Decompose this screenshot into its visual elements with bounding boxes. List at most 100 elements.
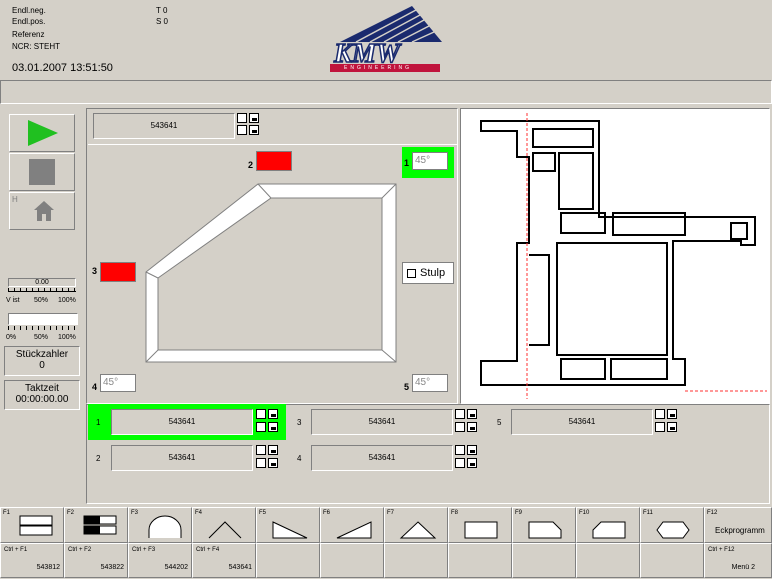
profile-4-btn-d[interactable] xyxy=(467,458,477,468)
home-icon xyxy=(34,201,54,221)
profile-3-field[interactable]: 543641 xyxy=(311,409,453,435)
top-profile-btn-d[interactable] xyxy=(249,125,259,135)
corner-3-marker[interactable] xyxy=(100,262,136,282)
corner-4-label: 4 xyxy=(92,382,98,392)
vist-value: 0.00 xyxy=(8,278,76,287)
ctrl-f4-key[interactable]: Ctrl + F4 543641 xyxy=(192,543,256,578)
top-profile-btn-c[interactable] xyxy=(237,125,247,135)
corner-5-label: 5 xyxy=(404,382,410,392)
f12-label: F12 xyxy=(707,510,718,516)
override-100-label: 100% xyxy=(58,334,76,341)
f4-key[interactable]: F4 xyxy=(192,507,256,543)
ctrl-f9-key[interactable] xyxy=(512,543,576,578)
f10-key[interactable]: F10 xyxy=(576,507,640,543)
profile-5-field[interactable]: 543641 xyxy=(511,409,653,435)
profile-2-btn-a[interactable] xyxy=(256,445,266,455)
profile-5-btn-c[interactable] xyxy=(655,422,665,432)
chamfer-right-icon xyxy=(528,521,562,539)
f3-label: F3 xyxy=(131,510,139,516)
roof-angle-icon xyxy=(208,521,242,539)
profile-4-field[interactable]: 543641 xyxy=(311,445,453,471)
home-h-label: H xyxy=(12,195,18,204)
f9-key[interactable]: F9 xyxy=(512,507,576,543)
f11-key[interactable]: F11 xyxy=(640,507,704,543)
profile-1-btn-b[interactable] xyxy=(268,409,278,419)
profile-1-btn-a[interactable] xyxy=(256,409,266,419)
profile-2-btn-b[interactable] xyxy=(268,445,278,455)
arch-icon xyxy=(148,515,182,538)
home-button[interactable]: H xyxy=(9,192,75,230)
f7-key[interactable]: F7 xyxy=(384,507,448,543)
ctrl-f7-key[interactable] xyxy=(384,543,448,578)
ctrl-f8-key[interactable] xyxy=(448,543,512,578)
corner-5-angle[interactable]: 45° xyxy=(412,374,448,392)
ctrl-f1-value: 543812 xyxy=(36,564,60,571)
chamfer-left-icon xyxy=(592,521,626,539)
corner-2-marker[interactable] xyxy=(256,151,292,171)
header-panel: Endl.neg. T 0 Endl.pos. S 0 Referenz NCR… xyxy=(0,0,772,80)
start-button[interactable] xyxy=(9,114,75,152)
ctrl-f3-key[interactable]: Ctrl + F3 544202 xyxy=(128,543,192,578)
corner-3-label: 3 xyxy=(92,266,98,276)
ctrl-f2-key[interactable]: Ctrl + F2 543822 xyxy=(64,543,128,578)
profile-2-field[interactable]: 543641 xyxy=(111,445,253,471)
profile-3-btn-b[interactable] xyxy=(467,409,477,419)
header-ncr-status: NCR: STEHT xyxy=(12,42,60,51)
top-profile-field[interactable]: 543641 xyxy=(93,113,235,139)
profile-1-btn-c[interactable] xyxy=(256,422,266,432)
ctrl-f2-label: Ctrl + F2 xyxy=(68,547,92,553)
ctrl-f1-key[interactable]: Ctrl + F1 543812 xyxy=(0,543,64,578)
f3-key[interactable]: F3 xyxy=(128,507,192,543)
corner-1-label: 1 xyxy=(404,158,410,168)
profile-3-btn-d[interactable] xyxy=(467,422,477,432)
top-profile-btn-b[interactable] xyxy=(249,113,259,123)
top-profile-btn-a[interactable] xyxy=(237,113,247,123)
stop-button[interactable] xyxy=(9,153,75,191)
profile-3-btn-c[interactable] xyxy=(455,422,465,432)
stueckzahler-box: Stückzahler 0 xyxy=(4,346,80,376)
profile-4-btn-b[interactable] xyxy=(467,445,477,455)
profile-5-btn-a[interactable] xyxy=(655,409,665,419)
f8-key[interactable]: F8 xyxy=(448,507,512,543)
header-endl-pos: Endl.pos. xyxy=(12,17,46,26)
f12-key[interactable]: F12 Eckprogramm xyxy=(704,507,772,543)
stueckzahler-label: Stückzahler xyxy=(15,349,69,360)
ctrl-f11-key[interactable] xyxy=(640,543,704,578)
profile-2-btn-d[interactable] xyxy=(268,458,278,468)
profile-1-btn-d[interactable] xyxy=(268,422,278,432)
profile-5-btn-d[interactable] xyxy=(667,422,677,432)
profile-2-btn-c[interactable] xyxy=(256,458,266,468)
stulp-checkbox-group[interactable]: Stulp xyxy=(402,262,454,284)
f5-key[interactable]: F5 xyxy=(256,507,320,543)
ctrl-f3-value: 544202 xyxy=(164,564,188,571)
f2-label: F2 xyxy=(67,510,75,516)
profile-1-field[interactable]: 543641 xyxy=(111,409,253,435)
vist-scale-top xyxy=(8,288,76,292)
stulp-label: Stulp xyxy=(420,267,446,279)
profile-list-panel xyxy=(86,404,770,504)
corner-4-angle[interactable]: 45° xyxy=(100,374,136,392)
triangle-center-icon xyxy=(399,521,437,539)
ctrl-f10-key[interactable] xyxy=(576,543,640,578)
profile-4-btn-c[interactable] xyxy=(455,458,465,468)
f2-key[interactable]: F2 xyxy=(64,507,128,543)
header-endl-neg: Endl.neg. xyxy=(12,6,46,15)
ctrl-f12-value: Menü 2 xyxy=(731,564,755,571)
profile-4-btn-a[interactable] xyxy=(455,445,465,455)
vist-50-label: 50% xyxy=(34,297,49,304)
taktzeit-box: Taktzeit 00:00:00.00 xyxy=(4,380,80,410)
f1-key[interactable]: F1 xyxy=(0,507,64,543)
header-referenz: Referenz xyxy=(12,30,45,39)
profile-3-btn-a[interactable] xyxy=(455,409,465,419)
override-slider[interactable] xyxy=(8,313,78,325)
stulp-checkbox[interactable] xyxy=(407,269,416,278)
ctrl-f12-label: Ctrl + F12 xyxy=(708,547,735,553)
profile-5-btn-b[interactable] xyxy=(667,409,677,419)
logo-subtext: ENGINEERING xyxy=(344,65,413,71)
ctrl-f12-key[interactable]: Ctrl + F12 Menü 2 xyxy=(704,543,772,578)
f6-key[interactable]: F6 xyxy=(320,507,384,543)
ctrl-f6-key[interactable] xyxy=(320,543,384,578)
corner-1-angle[interactable]: 45° xyxy=(412,152,448,170)
ctrl-f5-key[interactable] xyxy=(256,543,320,578)
